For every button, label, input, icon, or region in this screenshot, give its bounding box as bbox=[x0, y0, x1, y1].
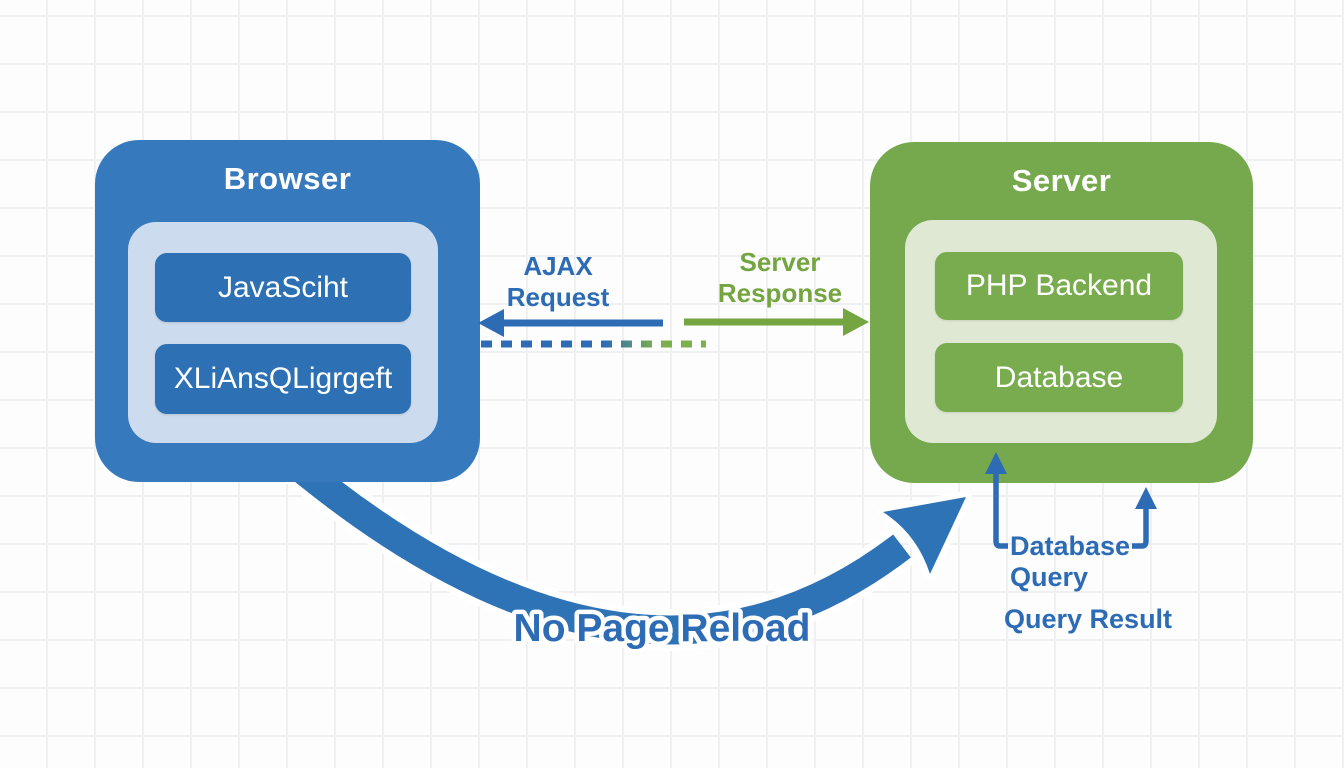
database-query-label: Database Query bbox=[1010, 531, 1131, 592]
browser-inner-panel: JavaSciht XLiAnsQLigrgeft bbox=[128, 222, 438, 443]
ajax-request-arrow-icon bbox=[478, 309, 663, 337]
php-backend-block-label: PHP Backend bbox=[965, 269, 1153, 302]
browser-node: Browser JavaSciht XLiAnsQLigrgeft bbox=[95, 140, 480, 482]
curved-arrow-body bbox=[286, 452, 911, 645]
curved-arrowhead-icon bbox=[883, 497, 966, 574]
no-page-reload-caption: No Page Reload bbox=[514, 607, 811, 650]
database-block-label: Database bbox=[994, 360, 1124, 394]
php-backend-block: PHP Backend bbox=[935, 252, 1183, 320]
browser-title: Browser bbox=[223, 161, 352, 196]
server-response-label: Server Response bbox=[717, 247, 843, 308]
server-inner-panel: PHP Backend Database bbox=[905, 220, 1217, 443]
xmlhttprequest-block-label: XLiAnsQLigrgeft bbox=[173, 362, 393, 395]
curved-arrow-halo bbox=[282, 447, 915, 651]
javascript-block-label: JavaSciht bbox=[217, 270, 349, 304]
javascript-block: JavaSciht bbox=[155, 253, 411, 322]
curved-arrowhead-halo bbox=[877, 491, 972, 580]
query-result-label: Query Result bbox=[1004, 604, 1173, 634]
server-response-arrow-icon bbox=[684, 308, 869, 336]
database-block: Database bbox=[935, 343, 1183, 412]
ajax-request-label: AJAX Request bbox=[506, 251, 610, 312]
server-title: Server bbox=[1011, 163, 1112, 198]
xmlhttprequest-block: XLiAnsQLigrgeft bbox=[155, 344, 411, 414]
server-node: Server PHP Backend Database bbox=[870, 142, 1253, 483]
